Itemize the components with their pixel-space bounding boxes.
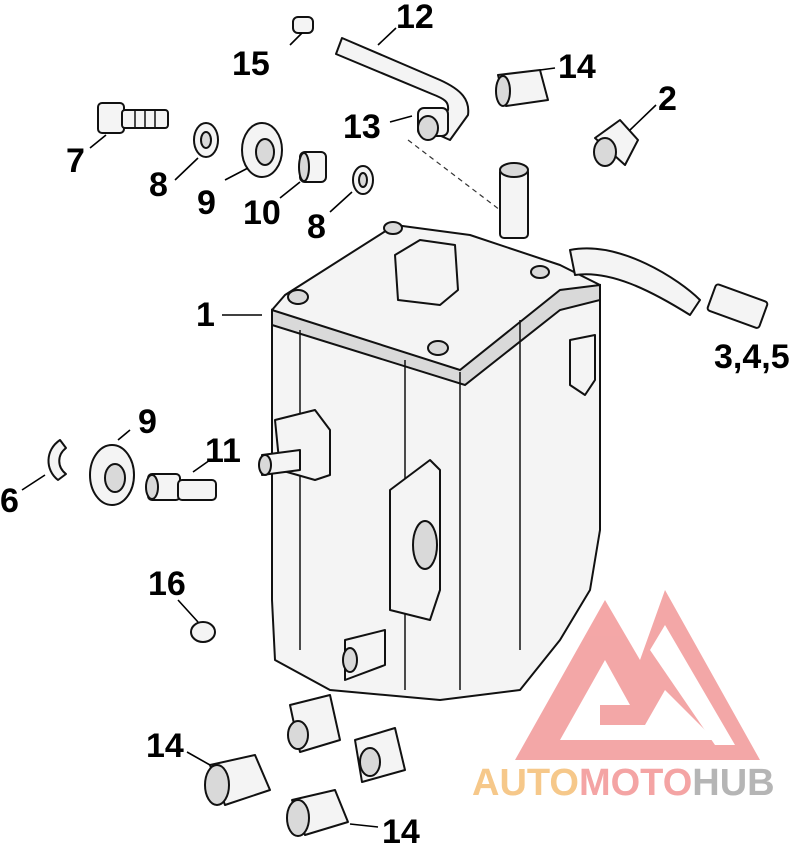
callout-11: 11 [205,432,241,470]
clip [190,621,216,643]
callout-7: 7 [66,142,85,180]
callout-16: 16 [148,565,186,603]
plug [292,16,314,34]
callout-14: 14 [382,813,420,846]
hose-clamp-bottom-right [286,789,349,837]
callout-15: 15 [232,45,270,83]
watermark-auto: AUTO [472,762,579,804]
callout-1: 1 [196,296,215,334]
retaining-clip [47,439,67,481]
screw [97,102,169,134]
automotohub-logo [515,590,760,760]
callout-9: 9 [197,184,216,222]
callout-14: 14 [558,48,596,86]
hose-clamp-bottom-left [204,754,271,806]
separator-body [258,162,769,783]
callout-13: 13 [343,108,381,146]
watermark-text: AUTOMOTOHUB [472,762,775,804]
callout-12: 12 [396,0,434,36]
callout-6: 6 [0,482,19,520]
fitting [417,107,449,141]
callout-2: 2 [658,80,677,118]
hose-clamp-top [495,69,549,107]
callout-14: 14 [146,727,184,765]
callout-8: 8 [307,208,326,246]
callout-8: 8 [149,166,168,204]
elbow-fitting [145,473,217,501]
callout-3-4-5: 3,4,5 [714,338,790,376]
watermark-hub: HUB [692,762,774,804]
watermark-moto: MOTO [579,762,692,804]
cap [593,119,639,167]
sleeve [298,151,327,183]
leader-lines [21,27,657,828]
callout-10: 10 [243,194,281,232]
callout-9: 9 [138,403,157,441]
